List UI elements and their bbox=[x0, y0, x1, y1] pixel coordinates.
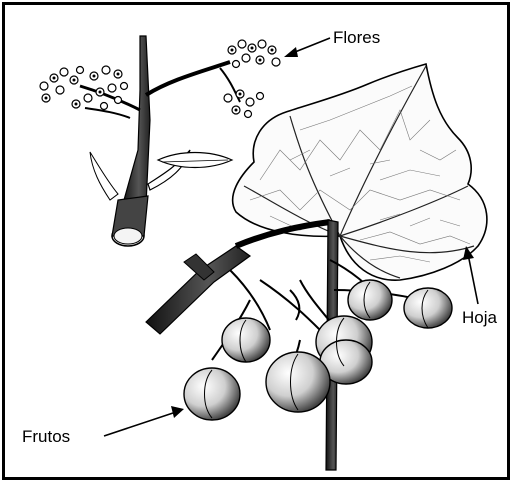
label-hoja: Hoja bbox=[462, 309, 497, 326]
hoja-pointer-icon bbox=[463, 246, 478, 304]
flores-pointer-icon bbox=[284, 38, 330, 57]
label-frutos: Frutos bbox=[22, 428, 70, 445]
frutos-pointer-icon bbox=[104, 406, 184, 436]
leaf-icon bbox=[233, 64, 487, 280]
label-flores: Flores bbox=[333, 29, 380, 46]
